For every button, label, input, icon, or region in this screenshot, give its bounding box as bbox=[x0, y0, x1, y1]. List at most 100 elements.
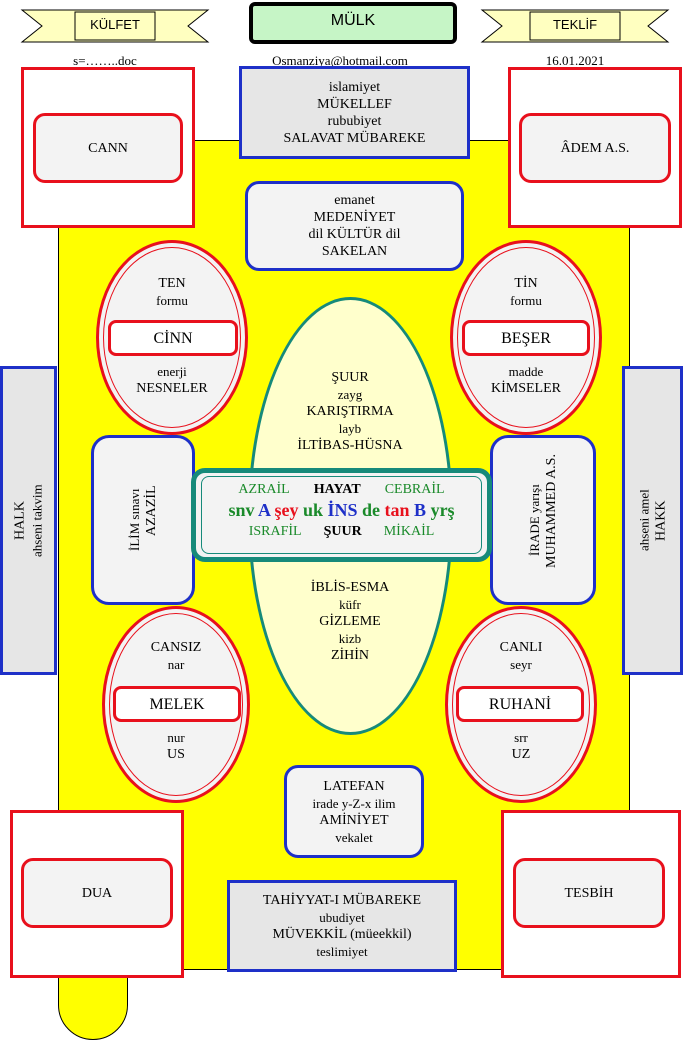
right-ribbon bbox=[480, 9, 670, 43]
oval-ten-label: CİNN bbox=[153, 329, 193, 347]
oval-tin-label-box: BEŞER bbox=[462, 320, 590, 356]
center-panel-row1: AZRAİL HAYAT CEBRAİL bbox=[191, 482, 492, 500]
center-panel-word: A bbox=[257, 500, 275, 520]
emanet-line: SAKELAN bbox=[321, 244, 388, 259]
top-box-line: SALAVAT MÜBAREKE bbox=[283, 130, 426, 146]
right-outer-box: ahseni amel HAKK bbox=[622, 366, 683, 675]
corner-bottom-left-label-box: DUA bbox=[21, 858, 173, 928]
cebrail-label: CEBRAİL bbox=[384, 482, 445, 497]
right-ribbon-label: TEKLİF bbox=[552, 17, 598, 32]
corner-top-left-label: CANN bbox=[88, 140, 128, 156]
bottom-box-line: ubudiyet bbox=[319, 910, 365, 925]
center-panel-word: yrş bbox=[430, 500, 455, 520]
emanet-box: emanet MEDENİYET dil KÜLTÜR dil SAKELAN bbox=[245, 181, 464, 271]
oval-canli-line: srr bbox=[514, 730, 528, 745]
hayat-label: HAYAT bbox=[313, 482, 361, 497]
date: 16.01.2021 bbox=[545, 53, 605, 68]
title: MÜLK bbox=[330, 12, 376, 29]
azrail-label: AZRAİL bbox=[238, 482, 290, 497]
mikail-label: MİKAİL bbox=[383, 524, 435, 539]
bottom-box-line: MÜVEKKİL (müeekkil) bbox=[272, 927, 412, 942]
oval-canli-label: RUHANİ bbox=[488, 695, 552, 713]
oval-ten-line: TEN bbox=[158, 276, 186, 291]
oval-tin-line: TİN bbox=[514, 276, 538, 291]
right-inner-box: İRADE yarışı MUHAMMED A.S. bbox=[490, 435, 596, 605]
oval-canli-top: CANLI seyr bbox=[445, 638, 597, 674]
left-inner-line: İLİM sınavı bbox=[127, 488, 142, 552]
oval-tin-label: BEŞER bbox=[501, 329, 551, 347]
center-oval-line: kizb bbox=[338, 630, 362, 646]
email: Osmanziya@hotmail.com bbox=[272, 53, 408, 68]
center-oval-line: İLTİBAS-HÜSNA bbox=[297, 437, 403, 453]
oval-tin-top: TİN formu bbox=[450, 274, 602, 310]
corner-bottom-right-label-box: TESBİH bbox=[513, 858, 665, 928]
center-panel-row2: snv A şey uk İNS de tan B yrş bbox=[191, 500, 492, 522]
suur-label: ŞUUR bbox=[323, 524, 362, 539]
center-panel-inner bbox=[201, 476, 482, 554]
center-panel-word: de bbox=[362, 500, 385, 520]
corner-bottom-right-label: TESBİH bbox=[564, 885, 614, 901]
emanet-line: emanet bbox=[334, 193, 375, 208]
oval-canli-bottom: srr UZ bbox=[445, 728, 597, 764]
oval-cansiz-line: CANSIZ bbox=[150, 640, 202, 655]
title-box bbox=[249, 2, 457, 44]
oval-canli-line: seyr bbox=[510, 657, 532, 672]
oval-canli-line: UZ bbox=[511, 747, 531, 762]
center-panel-word: İNS bbox=[327, 500, 363, 520]
corner-top-left-label-box: CANN bbox=[33, 113, 183, 183]
bottom-box-line: TAHİYYAT-I MÜBAREKE bbox=[262, 893, 422, 908]
center-oval-line: GİZLEME bbox=[319, 613, 381, 629]
center-panel-word: tan bbox=[384, 500, 415, 520]
oval-canli-label-box: RUHANİ bbox=[456, 686, 584, 722]
oval-ten-bottom: enerji NESNELER bbox=[96, 362, 248, 398]
corner-top-right-label-box: ÂDEM A.S. bbox=[519, 113, 671, 183]
oval-cansiz-label-box: MELEK bbox=[113, 686, 241, 722]
oval-tin-bottom: madde KİMSELER bbox=[450, 362, 602, 398]
oval-ten-line: formu bbox=[156, 293, 188, 308]
center-panel-word: snv bbox=[228, 500, 258, 520]
oval-tin-line: KİMSELER bbox=[491, 381, 561, 396]
left-outer-box: HALK ahseni takvim bbox=[0, 366, 57, 675]
bottom-box: TAHİYYAT-I MÜBAREKE ubudiyet MÜVEKKİL (m… bbox=[227, 880, 457, 972]
latefan-line: vekalet bbox=[335, 829, 373, 845]
latefan-box: LATEFAN irade y-Z-x ilim AMİNİYET vekale… bbox=[284, 765, 424, 858]
oval-cansiz-top: CANSIZ nar bbox=[102, 638, 250, 674]
center-panel-word: uk bbox=[302, 500, 328, 520]
center-panel bbox=[191, 468, 492, 562]
latefan-line: irade y-Z-x ilim bbox=[312, 795, 396, 811]
center-oval-bottom-text: İBLİS-ESMA küfr GİZLEME kizb ZİHİN bbox=[250, 576, 450, 666]
oval-tin-line: formu bbox=[510, 293, 542, 308]
left-inner-line: AZAZİL bbox=[144, 485, 159, 537]
center-oval-line: layb bbox=[338, 420, 362, 436]
top-box: islamiyet MÜKELLEF rububiyet SALAVAT MÜB… bbox=[239, 66, 470, 159]
left-ribbon-label: KÜLFET bbox=[90, 17, 140, 32]
center-oval-line: İBLİS-ESMA bbox=[310, 579, 390, 595]
top-box-line: islamiyet bbox=[328, 79, 381, 95]
bottom-box-line: teslimiyet bbox=[316, 944, 368, 959]
oval-canli-line: CANLI bbox=[499, 640, 543, 655]
center-oval-line: ŞUUR bbox=[331, 369, 369, 385]
oval-cansiz-bottom: nur US bbox=[102, 728, 250, 764]
top-box-line: MÜKELLEF bbox=[317, 96, 392, 112]
left-outer-line: ahseni takvim bbox=[29, 484, 45, 557]
oval-ten-line: NESNELER bbox=[136, 381, 208, 396]
right-outer-line: ahseni amel bbox=[636, 489, 652, 552]
oval-cansiz-line: nar bbox=[167, 657, 185, 672]
emanet-line: MEDENİYET bbox=[313, 210, 396, 225]
center-oval-line: ZİHİN bbox=[330, 647, 370, 663]
center-oval-line: KARIŞTIRMA bbox=[306, 403, 394, 419]
oval-tin-line: madde bbox=[508, 364, 544, 379]
left-inner-box: İLİM sınavı AZAZİL bbox=[91, 435, 195, 605]
right-outer-line: HAKK bbox=[653, 500, 669, 541]
oval-ten-label-box: CİNN bbox=[108, 320, 238, 356]
oval-cansiz-label: MELEK bbox=[149, 695, 205, 713]
oval-cansiz-line: nur bbox=[167, 730, 185, 745]
right-inner-line: İRADE yarışı bbox=[527, 484, 542, 556]
latefan-line: AMİNİYET bbox=[319, 812, 389, 828]
file-name: s=……..doc bbox=[73, 53, 137, 68]
center-oval-line: zayg bbox=[337, 386, 363, 402]
corner-bottom-left-label: DUA bbox=[81, 885, 113, 901]
oval-cansiz-line: US bbox=[167, 747, 185, 762]
center-oval-line: küfr bbox=[339, 596, 361, 612]
center-oval-top-text: ŞUUR zayg KARIŞTIRMA layb İLTİBAS-HÜSNA bbox=[250, 366, 450, 456]
